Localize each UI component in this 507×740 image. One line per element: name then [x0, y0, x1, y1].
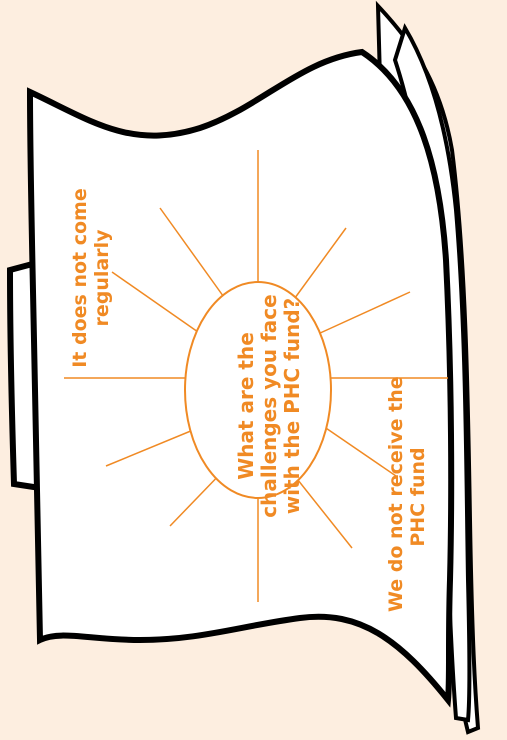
center-question: What are the challenges you face with th… — [235, 281, 331, 531]
response-line: PHC fund — [408, 382, 430, 612]
question-line: What are the — [235, 281, 258, 531]
response-not-received: We do not receive the PHC fund — [386, 382, 440, 612]
response-line: regularly — [92, 178, 114, 378]
response-not-regular: It does not come regularly — [70, 178, 130, 378]
question-line: with the PHC fund? — [281, 281, 304, 531]
response-line: We do not receive the — [386, 382, 408, 612]
response-line: It does not come — [70, 178, 92, 378]
question-line: challenges you face — [258, 281, 281, 531]
